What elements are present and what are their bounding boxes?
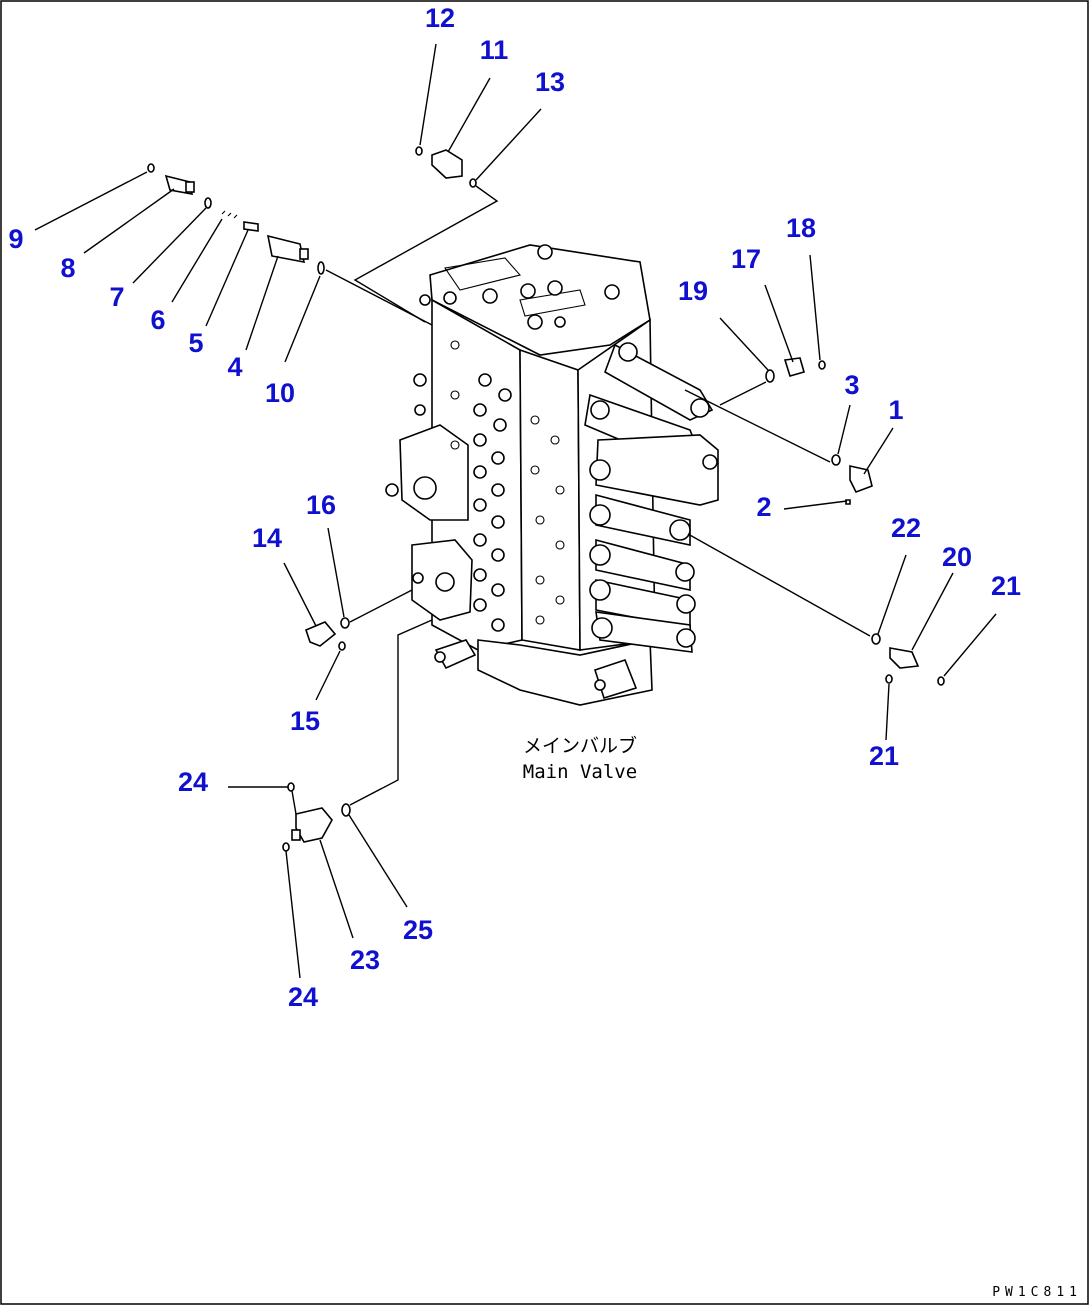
callout-24-upper: 24 [178, 767, 208, 797]
main-valve-body [385, 244, 719, 706]
callout-7: 7 [109, 282, 124, 312]
spool-caps [584, 342, 719, 653]
drawing-code: PW1C811 [992, 1285, 1082, 1300]
callout-25: 25 [403, 915, 433, 945]
callout-18: 18 [786, 213, 816, 243]
left-mid-parts [305, 617, 350, 651]
callout-2: 2 [756, 492, 771, 522]
callouts: 12 11 13 9 8 7 6 5 4 10 18 17 19 3 1 2 1… [8, 3, 1021, 1012]
main-valve-label-jp: メインバルブ [523, 734, 637, 757]
callout-12: 12 [425, 3, 455, 33]
callout-4: 4 [227, 352, 242, 382]
callout-19: 19 [678, 276, 708, 306]
callout-22: 22 [891, 513, 921, 543]
main-valve-label-en: Main Valve [523, 761, 637, 783]
callout-20: 20 [942, 542, 972, 572]
callout-17: 17 [731, 244, 761, 274]
callout-6: 6 [150, 305, 165, 335]
callout-21-lower: 21 [869, 741, 899, 771]
right-parts [765, 357, 945, 686]
callout-5: 5 [188, 328, 203, 358]
callout-8: 8 [60, 253, 75, 283]
callout-14: 14 [252, 523, 282, 553]
callout-13: 13 [535, 67, 565, 97]
callout-16: 16 [306, 490, 336, 520]
callout-9: 9 [8, 224, 23, 254]
callout-15: 15 [290, 706, 320, 736]
callout-1: 1 [888, 395, 903, 425]
bolt-rows [450, 340, 565, 632]
callout-11: 11 [480, 35, 509, 65]
leader-lines [34, 43, 997, 979]
callout-21-right: 21 [991, 571, 1021, 601]
callout-23: 23 [350, 945, 380, 975]
top-parts [415, 146, 477, 188]
callout-3: 3 [844, 370, 859, 400]
callout-24-lower: 24 [288, 982, 318, 1012]
callout-10: 10 [265, 378, 295, 408]
upper-left-parts [147, 163, 325, 275]
lower-parts [282, 782, 351, 852]
